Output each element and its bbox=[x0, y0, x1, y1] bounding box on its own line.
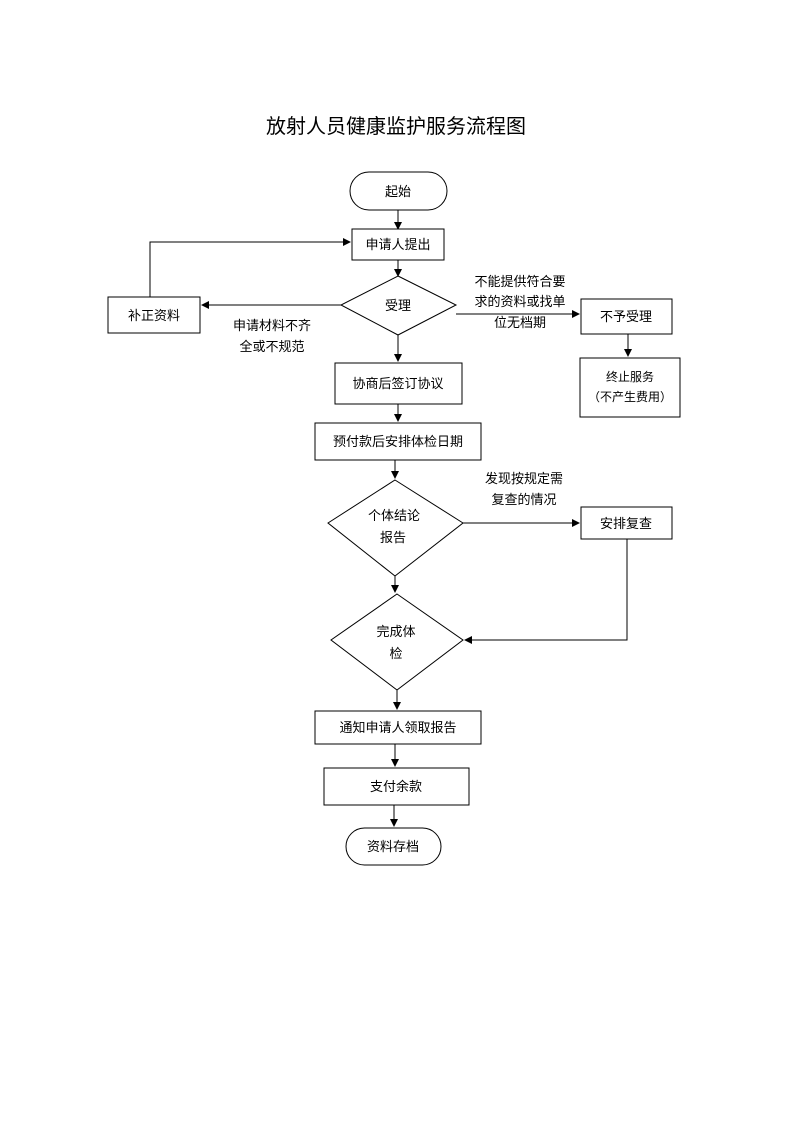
diagram-title: 放射人员健康监护服务流程图 bbox=[266, 114, 526, 138]
complete-label-line2: 检 bbox=[389, 647, 402, 662]
reject-node bbox=[580, 298, 673, 335]
prepay-node bbox=[314, 422, 482, 461]
reject-label: 不予受理 bbox=[600, 310, 652, 325]
supplement-label: 补正资料 bbox=[128, 309, 180, 324]
reject-reason-line3: 位无档期 bbox=[494, 316, 546, 331]
connectors bbox=[149, 210, 632, 827]
notify-label: 通知申请人领取报告 bbox=[339, 720, 456, 736]
agreement-node bbox=[334, 362, 463, 405]
complete-label-line1: 完成体 bbox=[376, 625, 415, 640]
agreement-label: 协商后签订协议 bbox=[352, 376, 443, 392]
recheck-reason-line2: 复查的情况 bbox=[491, 492, 556, 508]
terminate-label-line1: 终止服务 bbox=[606, 369, 654, 384]
report-label-line1: 个体结论 bbox=[368, 509, 420, 524]
report-label-line2: 报告 bbox=[380, 531, 406, 546]
supplement-node bbox=[107, 296, 201, 334]
pay-label: 支付余款 bbox=[370, 779, 422, 795]
start-label: 起始 bbox=[385, 185, 411, 200]
complete-decision bbox=[330, 593, 464, 691]
archive-node bbox=[345, 827, 442, 866]
reject-reason-line1: 不能提供符合要 bbox=[474, 274, 565, 290]
incomplete-note-line1: 申请材料不齐 bbox=[233, 318, 311, 334]
incomplete-note-line2: 全或不规范 bbox=[239, 339, 304, 355]
arrow-recheck-to-complete bbox=[464, 539, 628, 644]
accept-label: 受理 bbox=[385, 299, 411, 314]
apply-label: 申请人提出 bbox=[365, 237, 430, 253]
report-decision bbox=[327, 479, 464, 577]
apply-node bbox=[351, 228, 445, 261]
terminate-node bbox=[579, 357, 681, 418]
terminate-label-line2: （不产生费用） bbox=[588, 390, 672, 404]
recheck-node bbox=[580, 506, 673, 540]
reject-reason-line2: 求的资料或找单 bbox=[474, 294, 565, 310]
arrow-supplement-to-apply bbox=[149, 238, 351, 297]
start-node bbox=[349, 171, 448, 211]
notify-node bbox=[314, 710, 482, 745]
recheck-label: 安排复查 bbox=[600, 517, 652, 532]
accept-decision bbox=[339, 275, 458, 336]
pay-node bbox=[323, 767, 470, 806]
recheck-reason-line1: 发现按规定需 bbox=[485, 471, 563, 487]
archive-label: 资料存档 bbox=[367, 840, 419, 855]
prepay-label: 预付款后安排体检日期 bbox=[333, 435, 463, 450]
